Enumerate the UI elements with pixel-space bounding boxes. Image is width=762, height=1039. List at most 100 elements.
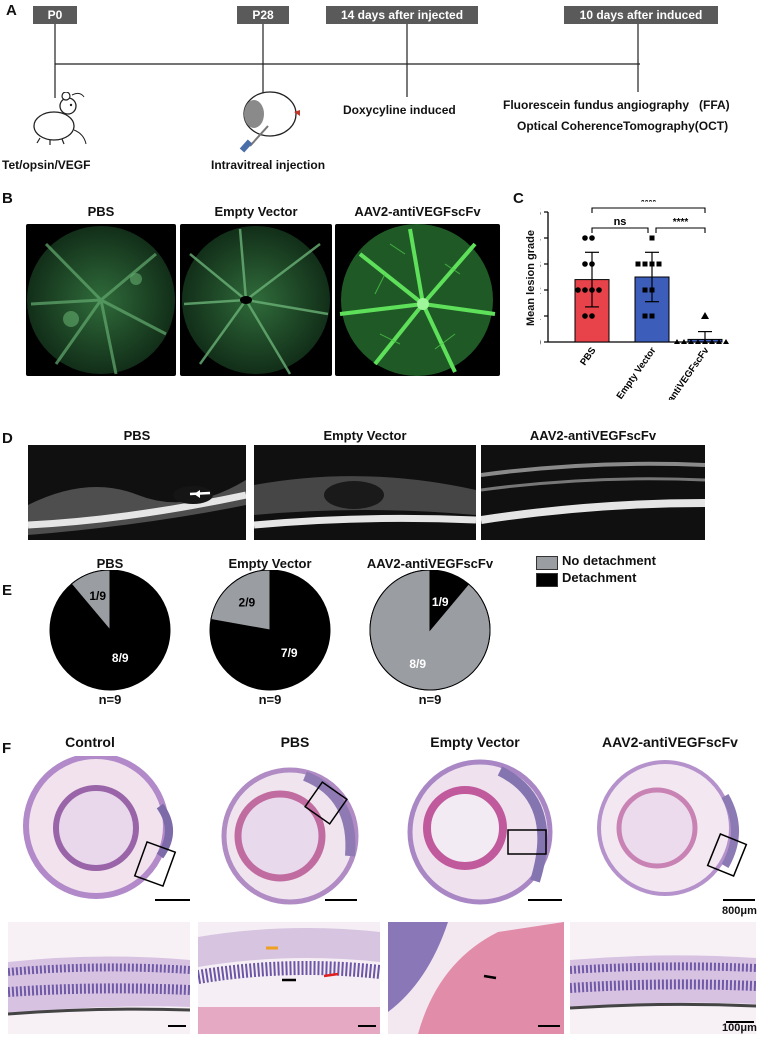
pie-n-pbs: n=9	[98, 692, 122, 707]
y-tick-label: 1	[540, 311, 541, 323]
significance-bracket	[591, 207, 706, 213]
eye-section-control	[23, 756, 190, 901]
data-point	[716, 339, 722, 344]
x-tick-label: PBS	[578, 345, 598, 367]
fundus-title-pbs: PBS	[87, 204, 115, 219]
pie-label-no: 8/9	[409, 657, 426, 671]
significance-label: ****	[673, 217, 689, 228]
significance-label: ****	[641, 200, 657, 208]
pie-label-no: 1/9	[89, 589, 106, 603]
fundus-image-pbs	[26, 224, 176, 376]
histo-title-pbs: PBS	[280, 734, 310, 750]
significance-label: ns	[614, 216, 627, 228]
oct-image-aav	[481, 445, 705, 540]
data-point	[582, 261, 588, 267]
histo-title-empty: Empty Vector	[430, 734, 520, 750]
pie-no-detachment-2	[369, 570, 491, 691]
data-point	[589, 261, 595, 267]
data-point	[589, 235, 595, 241]
legend-swatch-no-detachment	[536, 556, 558, 570]
label-mouse: Tet/opsin/VEGF	[2, 158, 91, 172]
eye-injection-illustration	[239, 91, 300, 153]
fundus-title-aav: AAV2-antiVEGFscFv	[354, 204, 481, 219]
x-tick-label: AAV2-antiVEGFscFv	[650, 345, 712, 400]
y-tick-label: 5	[540, 207, 541, 219]
data-point	[635, 261, 641, 267]
data-point	[582, 287, 588, 293]
fundus-image-empty	[180, 224, 332, 376]
y-tick-label: 0	[540, 337, 541, 349]
pie-label-yes: 1/9	[432, 595, 449, 609]
data-point	[575, 287, 581, 293]
pie-no-detachment-0	[70, 570, 111, 632]
pie-title-aav: AAV2-antiVEGFscFv	[366, 556, 494, 571]
pie-label-no: 2/9	[239, 595, 256, 609]
pie-n-aav: n=9	[418, 692, 442, 707]
scalebar-label-100: 100μm	[722, 1022, 757, 1034]
x-tick-label: Empty Vector	[615, 345, 659, 400]
label-ffa: Fluorescein fundus angiography (FFA)	[503, 98, 730, 112]
pie-label-yes: 8/9	[112, 651, 129, 665]
pie-no-detachment-1	[210, 570, 271, 631]
data-point	[596, 287, 602, 293]
mouse-illustration	[33, 92, 87, 145]
data-point	[695, 339, 701, 344]
panel-label-c: C	[513, 190, 524, 207]
panel-label-b: B	[2, 190, 13, 207]
fundus-title-empty: Empty Vector	[214, 204, 298, 219]
data-point	[649, 287, 655, 293]
data-point	[681, 339, 687, 344]
label-induced: Doxycyline induced	[343, 103, 456, 117]
significance-bracket	[655, 227, 706, 233]
data-point	[688, 339, 694, 344]
data-point	[649, 261, 655, 267]
data-point	[642, 261, 648, 267]
data-point	[701, 312, 709, 319]
data-point	[589, 313, 595, 319]
scalebar-label-800: 800μm	[722, 905, 757, 917]
oct-title-aav: AAV2-antiVEGFscFv	[529, 428, 657, 443]
timeline-lines	[54, 24, 640, 98]
eye-section-pbs	[221, 767, 359, 905]
data-point	[674, 339, 680, 344]
label-oct: Optical CoherenceTomography(OCT)	[517, 119, 729, 133]
timeline-box-p0: P0	[33, 6, 77, 24]
histo-zoom-aav	[570, 922, 756, 1034]
data-point	[582, 235, 588, 241]
eye-section-empty	[407, 759, 562, 905]
significance-bracket	[591, 227, 649, 233]
panel-label-f: F	[2, 740, 12, 757]
y-tick-label: 2	[540, 285, 541, 297]
data-point	[582, 313, 588, 319]
panel-label-a: A	[6, 2, 17, 19]
label-injection: Intravitreal injection	[211, 158, 326, 172]
data-point	[709, 339, 715, 344]
data-point	[656, 261, 662, 267]
timeline-box-14days: 14 days after injected	[326, 6, 478, 24]
data-point	[642, 313, 648, 319]
histo-zoom-empty	[388, 922, 564, 1034]
pie-title-pbs: PBS	[96, 556, 124, 571]
oct-image-pbs	[28, 445, 246, 540]
pie-n-empty: n=9	[258, 692, 282, 707]
legend-label-no-detachment: No detachment	[562, 553, 656, 568]
eye-section-aav	[597, 760, 755, 901]
y-tick-label: 4	[540, 233, 541, 245]
oct-image-empty	[254, 445, 476, 540]
detachment-pies: 1/98/92/97/98/91/9	[49, 570, 491, 691]
legend-swatch-detachment	[536, 573, 558, 587]
timeline-box-p28: P28	[237, 6, 289, 24]
data-point	[723, 339, 729, 344]
panel-label-d: D	[2, 430, 13, 447]
histo-title-control: Control	[65, 734, 115, 750]
data-point	[589, 287, 595, 293]
y-tick-label: 3	[540, 259, 541, 271]
data-point	[702, 339, 708, 344]
timeline-box-10days: 10 days after induced	[564, 6, 718, 24]
pie-title-empty: Empty Vector	[228, 556, 312, 571]
oct-title-pbs: PBS	[123, 428, 151, 443]
histo-zoom-control	[8, 922, 190, 1034]
data-point	[649, 235, 655, 241]
panel-label-e: E	[2, 582, 13, 599]
